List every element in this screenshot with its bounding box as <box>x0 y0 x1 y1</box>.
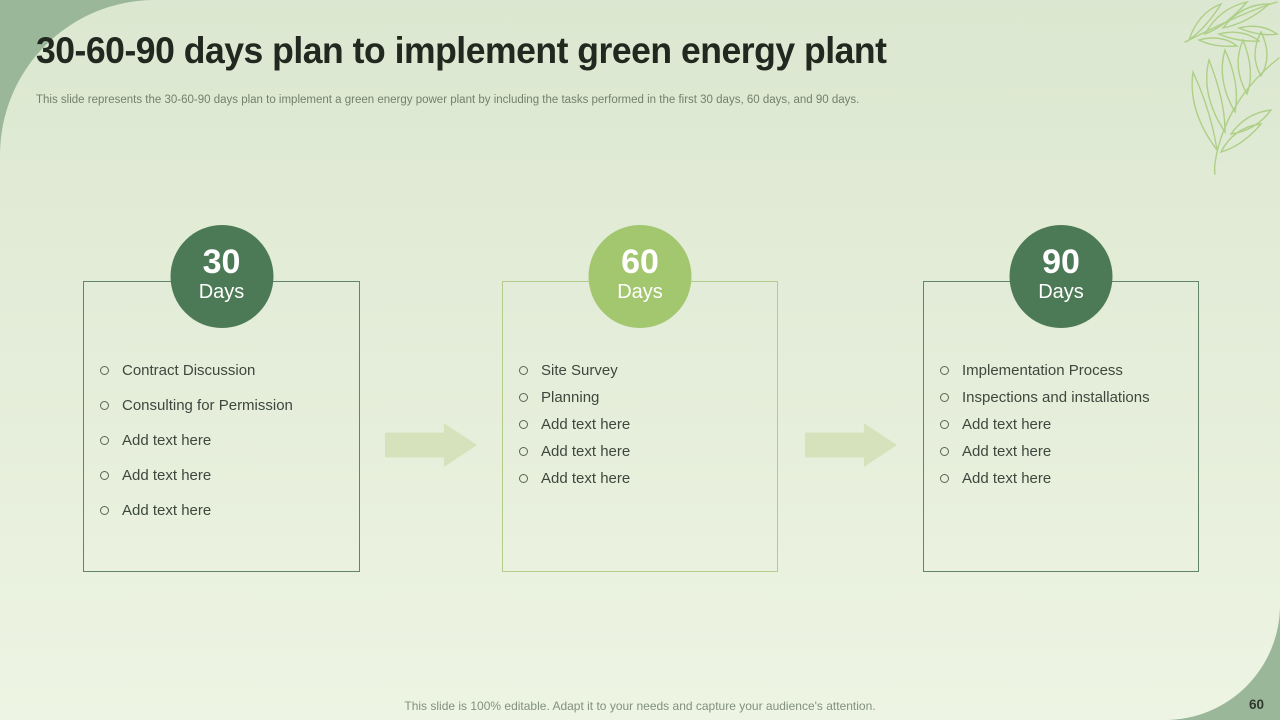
list-item-label: Add text here <box>122 502 212 519</box>
list-item-label: Add text here <box>962 470 1052 487</box>
list-item: Add text here <box>519 443 772 460</box>
list-item-label: Add text here <box>962 416 1052 433</box>
days-badge-60: 60 Days <box>588 225 692 328</box>
list-item-label: Inspections and installations <box>962 389 1150 406</box>
list-item-label: Consulting for Permission <box>122 397 293 414</box>
list-item: Planning <box>519 389 772 406</box>
circle-bullet-icon <box>940 420 949 429</box>
list-item: Consulting for Permission <box>100 397 354 414</box>
list-item: Add text here <box>100 467 354 484</box>
circle-bullet-icon <box>519 420 528 429</box>
days-badge-30: 30 Days <box>170 225 273 328</box>
days-number: 60 <box>621 243 659 281</box>
days-label: Days <box>198 281 245 303</box>
list-item: Site Survey <box>519 362 772 379</box>
list-item-label: Add text here <box>541 443 631 460</box>
list-item-label: Contract Discussion <box>122 362 256 379</box>
circle-bullet-icon <box>940 474 949 483</box>
circle-bullet-icon <box>100 436 109 445</box>
list-item: Inspections and installations <box>940 389 1193 406</box>
list-item-label: Add text here <box>962 443 1052 460</box>
list-item-label: Add text here <box>541 416 631 433</box>
list-item: Add text here <box>519 416 772 433</box>
list-item-label: Site Survey <box>541 362 618 379</box>
plan-column-60-days: 60 Days Site Survey Planning Add text he… <box>502 225 778 572</box>
circle-bullet-icon <box>100 366 109 375</box>
list-item: Add text here <box>940 470 1193 487</box>
list-item: Add text here <box>940 443 1193 460</box>
list-item: Contract Discussion <box>100 362 354 379</box>
list-item: Add text here <box>940 416 1193 433</box>
task-list: Contract Discussion Consulting for Permi… <box>100 362 354 519</box>
list-item-label: Planning <box>541 389 600 406</box>
list-item: Add text here <box>100 502 354 519</box>
circle-bullet-icon <box>100 401 109 410</box>
list-item: Add text here <box>519 470 772 487</box>
days-label: Days <box>1038 281 1084 303</box>
slide-title: 30-60-90 days plan to implement green en… <box>36 30 887 71</box>
plan-column-30-days: 30 Days Contract Discussion Consulting f… <box>83 225 360 572</box>
circle-bullet-icon <box>100 506 109 515</box>
days-number: 90 <box>1042 243 1080 281</box>
list-item-label: Add text here <box>541 470 631 487</box>
slide-subtitle: This slide represents the 30-60-90 days … <box>36 94 860 106</box>
circle-bullet-icon <box>519 474 528 483</box>
task-list: Implementation Process Inspections and i… <box>940 362 1193 487</box>
circle-bullet-icon <box>940 366 949 375</box>
days-badge-90: 90 Days <box>1009 225 1113 328</box>
task-list: Site Survey Planning Add text here Add t… <box>519 362 772 487</box>
circle-bullet-icon <box>519 393 528 402</box>
list-item: Add text here <box>100 432 354 449</box>
days-number: 30 <box>202 243 241 281</box>
days-label: Days <box>617 281 663 303</box>
list-item-label: Implementation Process <box>962 362 1123 379</box>
list-item-label: Add text here <box>122 432 212 449</box>
palm-leaf-icon <box>1184 0 1280 175</box>
page-number: 60 <box>1248 697 1264 712</box>
circle-bullet-icon <box>940 393 949 402</box>
list-item-label: Add text here <box>122 467 212 484</box>
plan-column-90-days: 90 Days Implementation Process Inspectio… <box>923 225 1199 572</box>
footer-note: This slide is 100% editable. Adapt it to… <box>404 699 876 713</box>
circle-bullet-icon <box>100 471 109 480</box>
circle-bullet-icon <box>519 447 528 456</box>
circle-bullet-icon <box>940 447 949 456</box>
circle-bullet-icon <box>519 366 528 375</box>
list-item: Implementation Process <box>940 362 1193 379</box>
